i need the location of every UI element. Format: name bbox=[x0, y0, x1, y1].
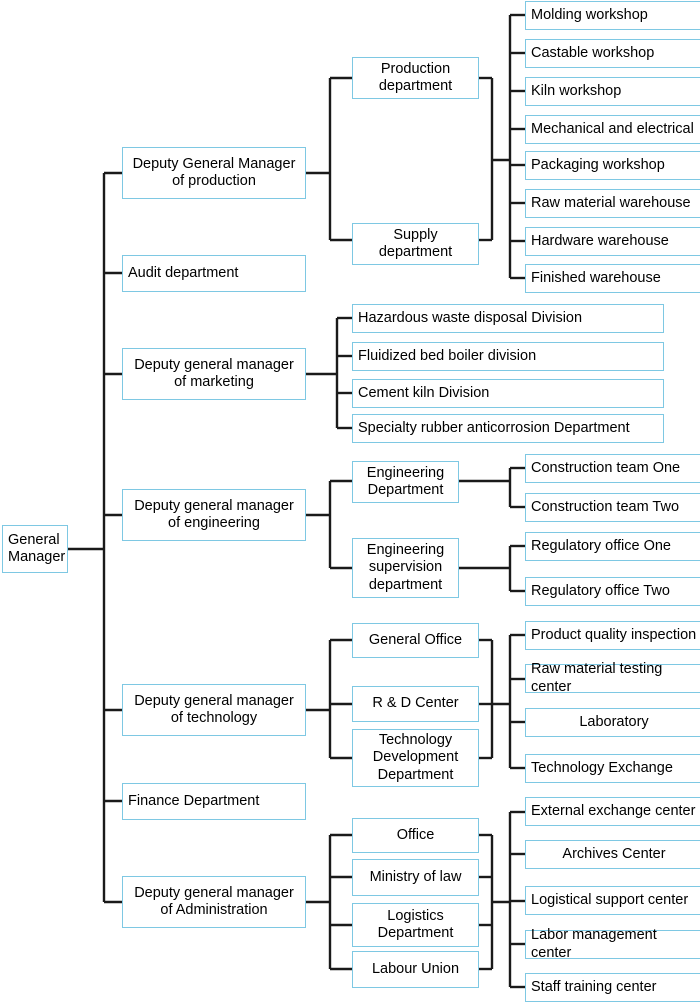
node-label: Production department bbox=[378, 60, 453, 94]
node-supply-department[interactable]: Supply department bbox=[352, 223, 479, 265]
node-label: Logistical support center bbox=[531, 891, 689, 908]
node-label: Finance Department bbox=[128, 792, 260, 809]
node-label: Hazardous waste disposal Division bbox=[358, 309, 583, 326]
node-label: Staff training center bbox=[531, 978, 657, 995]
leaf-external-exchange-center[interactable]: External exchange center bbox=[525, 797, 700, 826]
node-production-department[interactable]: Production department bbox=[352, 57, 479, 99]
node-label: Audit department bbox=[128, 264, 239, 281]
leaf-packaging-workshop[interactable]: Packaging workshop bbox=[525, 151, 700, 180]
node-label: Deputy general manager of technology bbox=[134, 692, 294, 726]
node-deputy-gm-marketing[interactable]: Deputy general manager of marketing bbox=[122, 348, 306, 400]
node-deputy-gm-technology[interactable]: Deputy general manager of technology bbox=[122, 684, 306, 736]
node-finance-department[interactable]: Finance Department bbox=[122, 783, 306, 820]
node-label: External exchange center bbox=[531, 802, 696, 819]
node-label: Engineering Department bbox=[366, 464, 445, 498]
node-label: Logistics Department bbox=[377, 907, 454, 941]
node-general-office[interactable]: General Office bbox=[352, 623, 479, 658]
node-label: Finished warehouse bbox=[531, 269, 661, 286]
node-label: General Manager bbox=[8, 531, 66, 565]
node-label: Castable workshop bbox=[531, 44, 655, 61]
leaf-hardware-warehouse[interactable]: Hardware warehouse bbox=[525, 227, 700, 256]
leaf-labor-management-center[interactable]: Labor management center bbox=[525, 927, 700, 961]
node-general-manager[interactable]: General Manager bbox=[2, 525, 68, 573]
leaf-molding-workshop[interactable]: Molding workshop bbox=[525, 1, 700, 30]
node-label: Construction team One bbox=[531, 459, 681, 476]
leaf-raw-material-testing-center[interactable]: Raw material testing center bbox=[525, 661, 700, 695]
node-label: R & D Center bbox=[372, 695, 459, 712]
leaf-technology-exchange[interactable]: Technology Exchange bbox=[525, 754, 700, 783]
node-label: Supply department bbox=[378, 226, 453, 260]
node-label: Labour Union bbox=[371, 960, 460, 977]
node-label: Archives Center bbox=[562, 845, 666, 862]
node-label: Technology Exchange bbox=[531, 759, 673, 776]
leaf-finished-warehouse[interactable]: Finished warehouse bbox=[525, 264, 700, 293]
node-label: Laboratory bbox=[579, 713, 649, 730]
leaf-regulatory-office-one[interactable]: Regulatory office One bbox=[525, 532, 700, 561]
node-label: Deputy general manager of marketing bbox=[134, 356, 294, 390]
node-deputy-gm-production[interactable]: Deputy General Manager of production bbox=[122, 147, 306, 199]
leaf-mechanical-and-electrical[interactable]: Mechanical and electrical bbox=[525, 115, 700, 144]
leaf-construction-team-one[interactable]: Construction team One bbox=[525, 454, 700, 483]
node-label: Labor management center bbox=[531, 927, 657, 961]
leaf-construction-team-two[interactable]: Construction team Two bbox=[525, 493, 700, 522]
leaf-archives-center[interactable]: Archives Center bbox=[525, 840, 700, 869]
node-label: Fluidized bed boiler division bbox=[358, 347, 537, 364]
node-label: Specialty rubber anticorrosion Departmen… bbox=[358, 419, 630, 436]
leaf-specialty-rubber-anticorrosion-department[interactable]: Specialty rubber anticorrosion Departmen… bbox=[352, 414, 664, 443]
node-label: Construction team Two bbox=[531, 498, 680, 515]
leaf-product-quality-inspection[interactable]: Product quality inspection bbox=[525, 621, 700, 650]
leaf-laboratory[interactable]: Laboratory bbox=[525, 708, 700, 737]
node-engineering-department[interactable]: Engineering Department bbox=[352, 461, 459, 503]
node-label: Packaging workshop bbox=[531, 156, 665, 173]
node-label: Cement kiln Division bbox=[358, 384, 490, 401]
node-label: Technology Development Department bbox=[372, 732, 459, 783]
leaf-staff-training-center[interactable]: Staff training center bbox=[525, 973, 700, 1002]
node-label: Molding workshop bbox=[531, 6, 648, 23]
leaf-castable-workshop[interactable]: Castable workshop bbox=[525, 39, 700, 68]
node-label: Product quality inspection bbox=[531, 626, 697, 643]
node-label: Regulatory office One bbox=[531, 537, 671, 554]
node-label: Kiln workshop bbox=[531, 82, 622, 99]
node-office[interactable]: Office bbox=[352, 818, 479, 853]
leaf-logistical-support-center[interactable]: Logistical support center bbox=[525, 886, 700, 915]
node-label: Deputy General Manager of production bbox=[132, 155, 296, 189]
node-label: Office bbox=[396, 826, 435, 843]
node-label: General Office bbox=[368, 631, 463, 648]
node-labour-union[interactable]: Labour Union bbox=[352, 951, 479, 988]
node-label: Engineering supervision department bbox=[366, 542, 445, 593]
node-rd-center[interactable]: R & D Center bbox=[352, 686, 479, 722]
leaf-kiln-workshop[interactable]: Kiln workshop bbox=[525, 77, 700, 106]
node-label: Deputy general manager of engineering bbox=[134, 497, 294, 531]
node-label: Mechanical and electrical bbox=[531, 120, 694, 137]
leaf-cement-kiln-division[interactable]: Cement kiln Division bbox=[352, 379, 664, 408]
node-label: Deputy general manager of Administration bbox=[134, 884, 294, 918]
node-label: Hardware warehouse bbox=[531, 232, 669, 249]
node-deputy-gm-engineering[interactable]: Deputy general manager of engineering bbox=[122, 489, 306, 541]
node-logistics-department[interactable]: Logistics Department bbox=[352, 903, 479, 947]
leaf-hazardous-waste-disposal-division[interactable]: Hazardous waste disposal Division bbox=[352, 304, 664, 333]
node-label: Regulatory office Two bbox=[531, 582, 670, 599]
leaf-regulatory-office-two[interactable]: Regulatory office Two bbox=[525, 577, 700, 606]
node-audit-department[interactable]: Audit department bbox=[122, 255, 306, 292]
node-ministry-of-law[interactable]: Ministry of law bbox=[352, 859, 479, 896]
node-engineering-supervision-department[interactable]: Engineering supervision department bbox=[352, 538, 459, 598]
leaf-raw-material-warehouse[interactable]: Raw material warehouse bbox=[525, 189, 700, 218]
node-deputy-gm-administration[interactable]: Deputy general manager of Administration bbox=[122, 876, 306, 928]
node-technology-development-department[interactable]: Technology Development Department bbox=[352, 729, 479, 787]
node-label: Raw material warehouse bbox=[531, 194, 691, 211]
leaf-fluidized-bed-boiler-division[interactable]: Fluidized bed boiler division bbox=[352, 342, 664, 371]
node-label: Raw material testing center bbox=[531, 661, 663, 695]
node-label: Ministry of law bbox=[369, 868, 462, 885]
